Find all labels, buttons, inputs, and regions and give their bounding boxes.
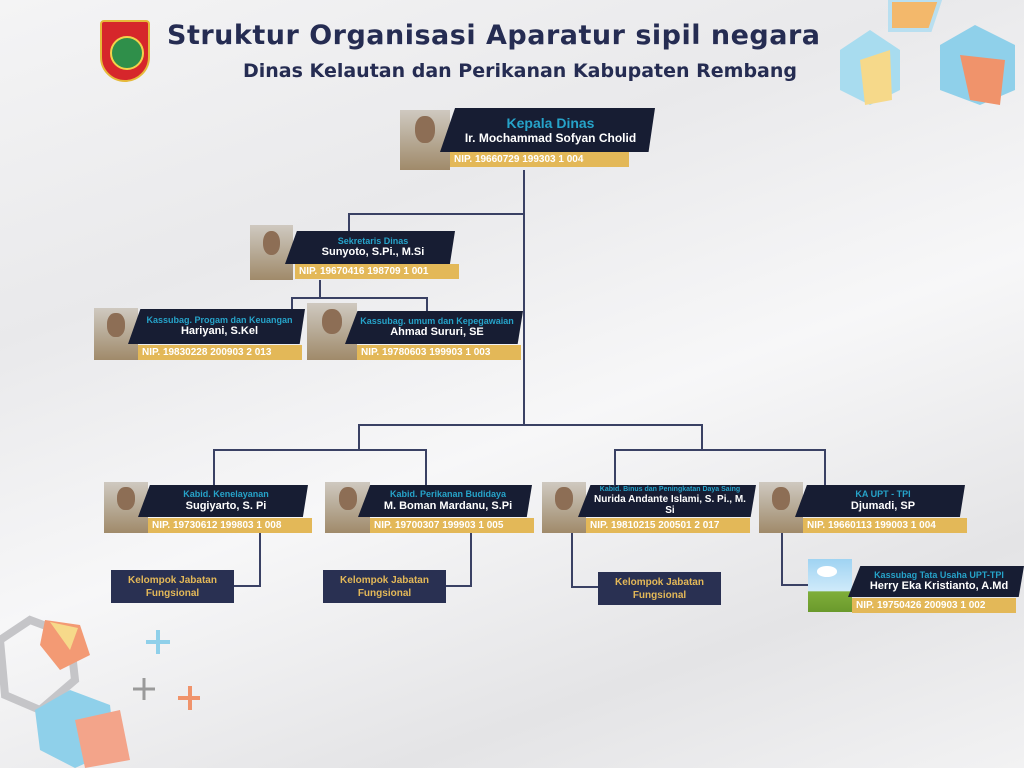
position-title: Kassubag Tata Usaha UPT-TPI: [874, 569, 1004, 580]
connector-line: [259, 533, 261, 587]
connector-line: [426, 297, 428, 311]
position-title: KA UPT - TPI: [855, 489, 911, 500]
person-name: Sugiyarto, S. Pi: [185, 499, 267, 512]
connector-line: [446, 585, 472, 587]
person-photo: [94, 308, 138, 360]
nip-label: NIP. 19660113 199003 1 004: [803, 518, 967, 533]
connector-line: [234, 585, 261, 587]
person-name: Sunyoto, S.Pi., M.Si: [321, 246, 425, 259]
person-photo: [400, 110, 450, 170]
connector-line: [781, 533, 783, 586]
nip-label: NIP. 19660729 199303 1 004: [450, 152, 629, 167]
connector-line: [523, 170, 525, 425]
functional-group-box: Kelompok Jabatan Fungsional: [598, 572, 721, 605]
nip-label: NIP. 19750426 200903 1 002: [852, 598, 1016, 613]
connector-line: [358, 424, 703, 426]
person-name: Ir. Mochammad Sofyan Cholid: [464, 130, 637, 145]
connector-line: [614, 449, 616, 485]
nip-label: NIP. 19830228 200903 2 013: [138, 345, 302, 360]
connector-line: [291, 297, 428, 299]
hexagon-decoration-bottom-left: [0, 615, 200, 768]
connector-line: [571, 586, 598, 588]
person-name: M. Boman Mardanu, S.Pi: [383, 499, 513, 512]
person-photo: [104, 482, 148, 533]
connector-line: [824, 449, 826, 485]
connector-line: [781, 584, 808, 586]
connector-line: [213, 449, 215, 485]
connector-line: [213, 449, 427, 451]
nip-label: NIP. 19670416 198709 1 001: [295, 264, 459, 279]
nip-label: NIP. 19810215 200501 2 017: [586, 518, 750, 533]
position-title: Kabid. Perikanan Budidaya: [389, 489, 507, 500]
connector-line: [348, 213, 350, 231]
person-name: Nurida Andante Islami, S. Pi., M. Si: [594, 494, 746, 517]
person-name: Ahmad Sururi, SE: [390, 326, 484, 339]
connector-line: [319, 280, 321, 298]
connector-line: [291, 297, 293, 309]
connector-line: [425, 449, 427, 485]
placeholder-image-icon: [808, 559, 852, 612]
person-photo: [759, 482, 803, 533]
position-title: Sekretaris Dinas: [337, 235, 409, 246]
person-name: Djumadi, SP: [850, 499, 916, 512]
position-title: Kabid. Binus dan Peningkatan Daya Saing: [599, 485, 741, 493]
nip-label: NIP. 19700307 199903 1 005: [370, 518, 534, 533]
position-title: Kassubag. Progam dan Keuangan: [146, 314, 293, 325]
person-name: Hariyani, S.Kel: [180, 325, 259, 338]
page-subtitle: Dinas Kelautan dan Perikanan Kabupaten R…: [243, 60, 798, 82]
connector-line: [701, 424, 703, 450]
nip-label: NIP. 19730612 199803 1 008: [148, 518, 312, 533]
nip-label: NIP. 19780603 199903 1 003: [357, 345, 521, 360]
person-photo: [542, 482, 586, 533]
person-name: Herry Eka Kristianto, A.Md: [869, 580, 1009, 593]
position-title: Kassubag. umum dan Kepegawaian: [360, 315, 514, 326]
connector-line: [470, 533, 472, 587]
connector-line: [571, 533, 573, 588]
connector-line: [348, 213, 525, 215]
position-title: Kepala Dinas: [506, 114, 595, 131]
connector-line: [358, 424, 360, 450]
functional-group-box: Kelompok Jabatan Fungsional: [111, 570, 234, 603]
rembang-regency-logo: [100, 20, 150, 82]
functional-group-box: Kelompok Jabatan Fungsional: [323, 570, 446, 603]
person-photo: [307, 303, 357, 360]
person-photo: [250, 225, 293, 280]
page-title: Struktur Organisasi Aparatur sipil negar…: [167, 20, 821, 51]
position-title: Kabid. Kenelayanan: [183, 489, 269, 500]
connector-line: [614, 449, 826, 451]
hexagon-decoration-top-right: [840, 0, 1015, 105]
